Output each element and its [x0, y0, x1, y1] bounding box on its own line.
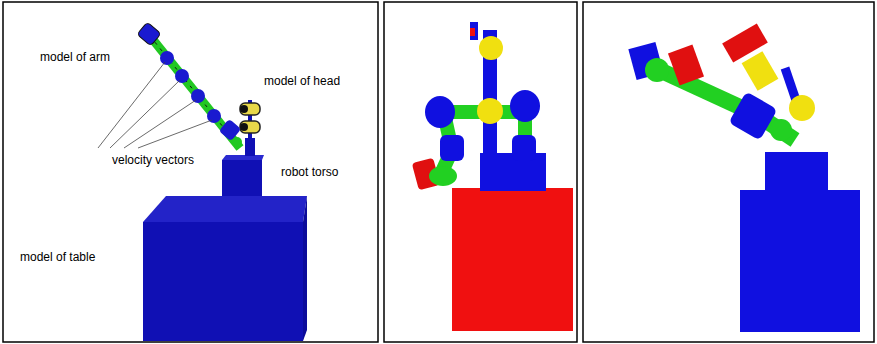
part-label: velocity vectors: [112, 154, 194, 167]
velocity-vector: [98, 62, 212, 148]
robot-side-view: [628, 23, 860, 332]
panel-frame: [384, 2, 577, 342]
head-model: [240, 100, 260, 138]
panel-frame: [583, 2, 874, 342]
table-model: [143, 196, 307, 341]
robot-torso: [222, 138, 264, 196]
part-label: model of head: [264, 75, 340, 88]
part-label: robot torso: [281, 166, 338, 179]
panel-frame: [3, 2, 378, 342]
robot-front-view: [412, 22, 573, 331]
part-label: model of arm: [40, 51, 110, 64]
part-label: model of table: [20, 251, 95, 264]
